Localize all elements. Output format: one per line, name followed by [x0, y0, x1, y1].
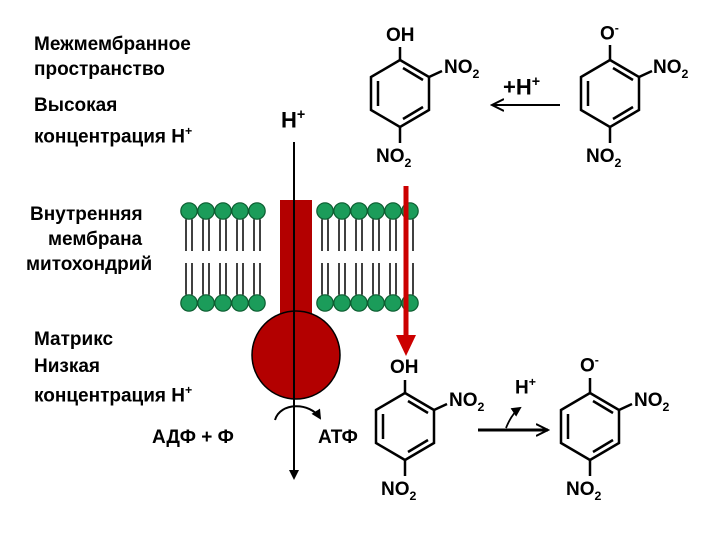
lipid-head [248, 202, 266, 220]
chem-o-minus-bottom-right: O- [580, 353, 599, 377]
chem-oh-top-left: OH [386, 25, 415, 46]
label-membrane-line2: мембрана [48, 229, 143, 250]
chem-no2-para-bottom-right: NO2 [566, 479, 602, 503]
atp-synthase-head [251, 310, 341, 400]
lipid-head [316, 202, 334, 220]
label-matrix-line1: Матрикс [34, 329, 114, 350]
chem-oh-bottom-left: OH [390, 357, 419, 378]
label-matrix-line2: Низкая [34, 356, 101, 377]
lipid-head [350, 294, 368, 312]
label-membrane-line1: Внутренняя [30, 204, 143, 225]
lipid-head [350, 202, 368, 220]
chem-no2-para-top-right: NO2 [586, 146, 622, 170]
benzene-ring-top-right [579, 45, 653, 143]
label-intermembrane-line1: Межмембранное [34, 34, 191, 55]
lipid-head [384, 202, 402, 220]
chem-no2-ortho-top-right: NO2 [653, 57, 689, 81]
uncoupler-arrowhead [396, 335, 416, 356]
chem-no2-para-top-left: NO2 [376, 146, 412, 170]
chem-no2-ortho-top-left: NO2 [444, 57, 480, 81]
lipid-head [231, 202, 249, 220]
lipid-head [333, 294, 351, 312]
lipid-head [197, 202, 215, 220]
label-proton-top: H+ [281, 107, 306, 133]
label-membrane-line3: митохондрий [26, 254, 153, 275]
lipid-head [180, 202, 198, 220]
lipid-head [231, 294, 249, 312]
chem-o-minus-top-right: O- [600, 21, 619, 45]
lipid-head [214, 294, 232, 312]
lipid-head [180, 294, 198, 312]
lipid-heads [180, 202, 419, 312]
label-proton-released: H+ [515, 375, 536, 399]
chem-no2-para-bottom-left: NO2 [381, 479, 417, 503]
label-high-line1: Высокая [34, 95, 118, 116]
label-intermembrane-line2: пространство [34, 59, 165, 80]
lipid-head [316, 294, 334, 312]
lipid-head [367, 294, 385, 312]
label-atp: АТФ [318, 427, 358, 448]
atp-synthase-channel [280, 200, 312, 325]
label-adp-phosphate: АДФ + Ф [152, 427, 234, 448]
lipid-head [248, 294, 266, 312]
benzene-ring-top-left [369, 47, 443, 143]
chem-no2-ortho-bottom-right: NO2 [634, 390, 670, 414]
lipid-head [384, 294, 402, 312]
lipid-head [333, 202, 351, 220]
label-plus-proton: +H+ [503, 74, 541, 100]
benzene-ring-bottom-right [559, 378, 633, 476]
lipid-head [197, 294, 215, 312]
label-high-concentration: концентрация H+ [34, 124, 193, 148]
lipid-head [214, 202, 232, 220]
adp-to-atp-arrow [274, 405, 322, 421]
chem-no2-ortho-bottom-left: NO2 [449, 390, 485, 414]
lipid-tails [185, 219, 414, 295]
label-low-concentration: концентрация H+ [34, 383, 193, 407]
benzene-ring-bottom-left [374, 380, 448, 476]
lipid-head [367, 202, 385, 220]
proton-release-curve [505, 406, 522, 429]
